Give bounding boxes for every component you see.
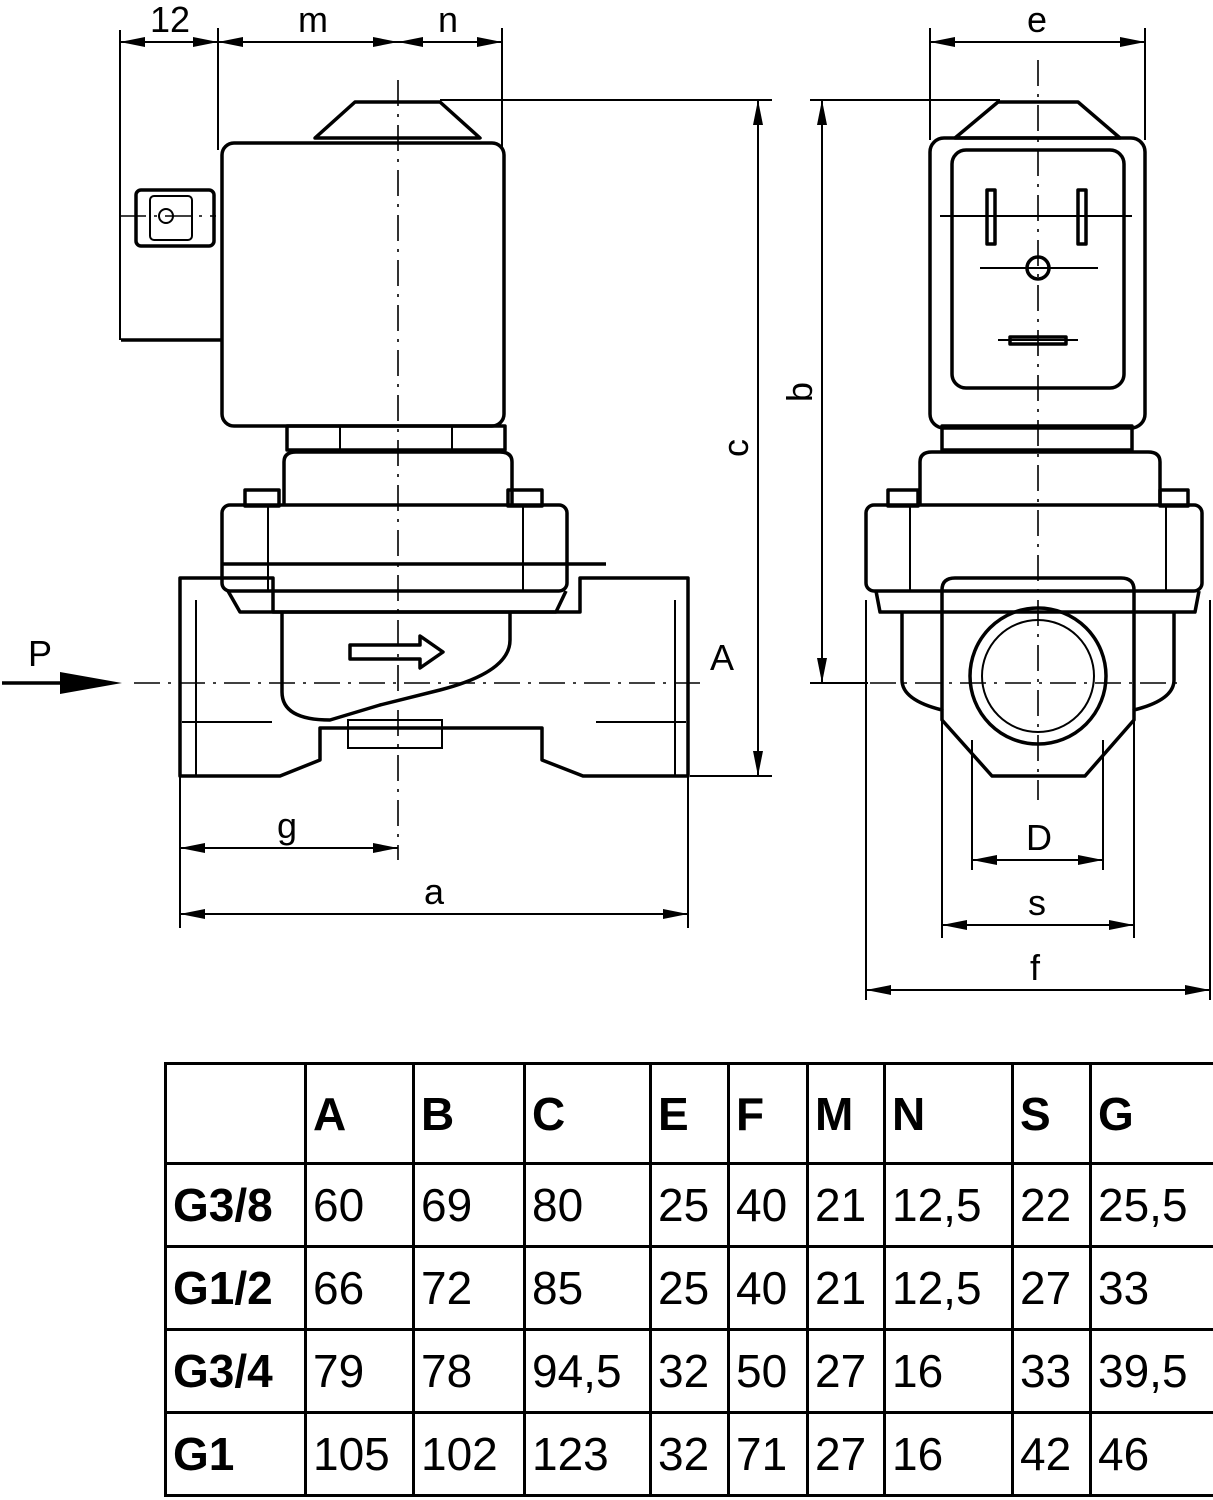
- table-cell: 123: [523, 1411, 652, 1497]
- dimension-c: c: [440, 99, 772, 777]
- coil-body: [220, 141, 506, 428]
- table-cell: 40: [727, 1162, 809, 1248]
- table-row: G1 105 102 123 32 71 27 16 42 46: [164, 1411, 1213, 1497]
- valve-technical-drawing: P A 12 m n c g a: [2, 0, 1211, 1000]
- table-cell: 16: [883, 1328, 1014, 1414]
- top-dimensions: 12 m n: [119, 0, 503, 340]
- valve-cover: [220, 503, 569, 593]
- port-a-label: A: [710, 637, 734, 678]
- dim-g-label: g: [277, 805, 297, 846]
- dim-n-label: n: [438, 0, 458, 40]
- table-cell: 72: [412, 1245, 526, 1331]
- header-cell: G: [1089, 1062, 1213, 1165]
- dim-D-label: D: [1026, 817, 1052, 858]
- row-size-cell: G1: [164, 1411, 307, 1497]
- dim-c-label: c: [715, 439, 756, 457]
- side-view: [120, 80, 700, 860]
- table-cell: 12,5: [883, 1245, 1014, 1331]
- dim-m-label: m: [298, 0, 328, 40]
- table-cell: 33: [1011, 1328, 1092, 1414]
- front-view: [864, 60, 1204, 800]
- header-cell: E: [649, 1062, 730, 1165]
- coil-cap: [313, 100, 482, 140]
- table-cell: 46: [1089, 1411, 1213, 1497]
- table-cell: 25: [649, 1162, 730, 1248]
- table-cell: 32: [649, 1328, 730, 1414]
- flow-direction-arrow: [348, 634, 445, 670]
- header-cell: B: [412, 1062, 526, 1165]
- table-cell: 50: [727, 1328, 809, 1414]
- header-cell: M: [806, 1062, 886, 1165]
- row-size-cell: G3/8: [164, 1162, 307, 1248]
- table-cell: 25: [649, 1245, 730, 1331]
- dim-b-label: b: [779, 382, 820, 402]
- table-cell: 21: [806, 1162, 886, 1248]
- table-cell: 102: [412, 1411, 526, 1497]
- table-cell: 66: [304, 1245, 415, 1331]
- table-cell: 78: [412, 1328, 526, 1414]
- dimension-a: a: [180, 871, 688, 919]
- table-cell: 33: [1089, 1245, 1213, 1331]
- row-size-cell: G3/4: [164, 1328, 307, 1414]
- table-cell: 25,5: [1089, 1162, 1213, 1248]
- dimension-f: f: [865, 600, 1211, 1000]
- port-opening: [968, 606, 1108, 746]
- port-p-label: P: [28, 633, 52, 674]
- table-cell: 16: [883, 1411, 1014, 1497]
- header-cell: F: [727, 1062, 809, 1165]
- table-cell: 42: [1011, 1411, 1092, 1497]
- header-cell: A: [304, 1062, 415, 1165]
- armature-nut: [285, 424, 507, 452]
- table-cell: 60: [304, 1162, 415, 1248]
- valve-body: [178, 576, 690, 778]
- table-cell: 12,5: [883, 1162, 1014, 1248]
- table-cell: 27: [1011, 1245, 1092, 1331]
- table-cell: 69: [412, 1162, 526, 1248]
- table-cell: 105: [304, 1411, 415, 1497]
- dim-f-label: f: [1030, 947, 1041, 988]
- table-cell: 94,5: [523, 1328, 652, 1414]
- row-size-cell: G1/2: [164, 1245, 307, 1331]
- dimension-s: s: [941, 720, 1135, 938]
- table-cell: 39,5: [1089, 1328, 1213, 1414]
- table-cell: 27: [806, 1411, 886, 1497]
- table-cell: 22: [1011, 1162, 1092, 1248]
- table-cell: 80: [523, 1162, 652, 1248]
- table-cell: 21: [806, 1245, 886, 1331]
- dim-e-label: e: [1027, 0, 1047, 40]
- dim-s-label: s: [1028, 882, 1046, 923]
- table-row: G1/2 66 72 85 25 40 21 12,5 27 33: [164, 1245, 1213, 1331]
- header-cell: S: [1011, 1062, 1092, 1165]
- table-cell: 79: [304, 1328, 415, 1414]
- header-cell: [164, 1062, 307, 1165]
- table-cell: 32: [649, 1411, 730, 1497]
- dimension-b: b: [779, 99, 1000, 684]
- dim-a-label: a: [424, 871, 445, 912]
- dimension-table: A B C E F M N S G G3/8 60 69 80 25 40 21…: [164, 1062, 1213, 1497]
- table-row: G3/4 79 78 94,5 32 50 27 16 33 39,5: [164, 1328, 1213, 1414]
- inlet-arrow: [60, 672, 122, 694]
- table-row: G3/8 60 69 80 25 40 21 12,5 22 25,5: [164, 1162, 1213, 1248]
- table-cell: 85: [523, 1245, 652, 1331]
- header-cell: C: [523, 1062, 652, 1165]
- table-cell: 27: [806, 1328, 886, 1414]
- header-cell: N: [883, 1062, 1014, 1165]
- table-header-row: A B C E F M N S G: [164, 1062, 1213, 1165]
- table-cell: 40: [727, 1245, 809, 1331]
- dimension-D: D: [971, 740, 1104, 870]
- coil-connector: [134, 188, 216, 248]
- dimension-e: e: [929, 0, 1146, 140]
- dimension-g: g: [179, 776, 689, 928]
- table-cell: 71: [727, 1411, 809, 1497]
- dim-12-label: 12: [150, 0, 190, 40]
